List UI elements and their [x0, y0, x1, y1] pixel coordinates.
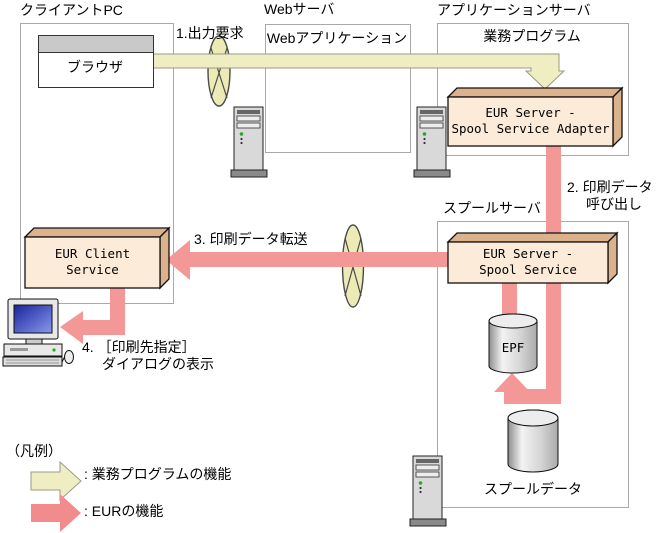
web-server-label: Webサーバ	[264, 1, 335, 17]
client-pc-label: クライアントPC	[20, 2, 123, 18]
server-tower-icon	[230, 106, 268, 178]
flow2-label-line1: 2. 印刷データ	[567, 179, 653, 195]
flow2-label-line2: 呼び出し	[586, 196, 642, 212]
legend-item-eur: : EURの機能	[84, 503, 164, 519]
legend-eur-arrow-icon	[31, 494, 81, 532]
network-link-icon	[207, 35, 231, 107]
legend-item-business: : 業務プログラムの機能	[84, 466, 232, 482]
desktop-computer-icon	[2, 298, 74, 367]
network-link-icon	[341, 224, 365, 308]
flow3-label: 3. 印刷データ転送	[194, 231, 308, 247]
legend-business-arrow-icon	[30, 460, 82, 502]
business-program-label: 業務プログラム	[483, 28, 581, 44]
spool-server-label: スプールサーバ	[443, 200, 541, 216]
flow1-label: 1.出力要求	[176, 25, 244, 41]
browser-label: ブラウザ	[67, 59, 123, 75]
eur-client-service-label: EUR Client Service	[54, 246, 131, 277]
spool-service-label: EUR Server - Spool Service	[479, 246, 577, 277]
app-server-label: アプリケーションサーバ	[437, 2, 591, 18]
flow4-label-line2: ダイアログの表示	[102, 356, 214, 372]
legend-title: （凡例）	[6, 443, 62, 459]
web-application-label: Webアプリケーション	[266, 30, 408, 46]
browser-box	[38, 35, 154, 88]
epf-label: EPF	[501, 340, 525, 355]
spool-service-adapter-label: EUR Server - Spool Service Adapter	[451, 105, 610, 136]
browser-titlebar	[39, 36, 153, 53]
spool-data-label: スプールデータ	[484, 481, 582, 497]
flow4-label-line1: 4. ［印刷先指定］	[82, 339, 196, 355]
